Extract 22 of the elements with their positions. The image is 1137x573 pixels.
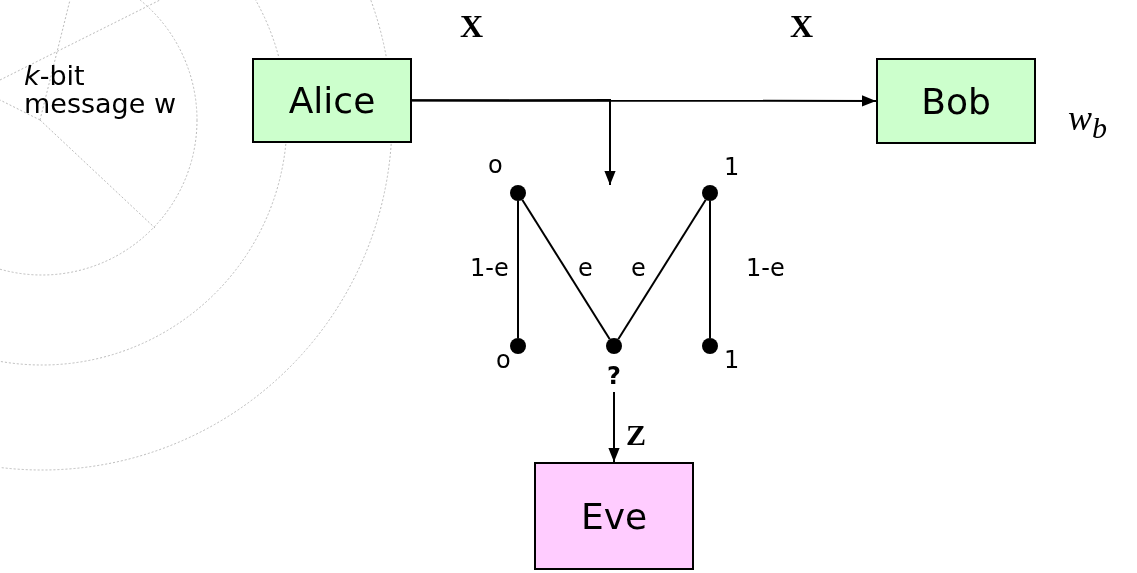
channel-dot xyxy=(510,185,526,201)
bit-label: o xyxy=(488,153,503,179)
output-label: w$_{b}$ xyxy=(1068,100,1107,144)
party-box: Eve xyxy=(534,462,694,570)
connector-line xyxy=(521,198,611,341)
party-box: Bob xyxy=(876,58,1036,144)
connector-line xyxy=(709,200,711,339)
channel-dot xyxy=(510,338,526,354)
arrow xyxy=(411,95,877,107)
channel-dot xyxy=(702,338,718,354)
erasure-label: ? xyxy=(607,364,621,390)
channel-dot xyxy=(702,185,718,201)
channel-dot xyxy=(606,338,622,354)
bit-label: 1 xyxy=(724,348,740,374)
connector-line xyxy=(517,200,519,339)
party-box: Alice xyxy=(252,58,412,143)
message-text: k-bit message w xyxy=(24,62,177,119)
connector-line xyxy=(617,198,707,341)
arrow xyxy=(411,99,616,186)
arrow xyxy=(608,391,620,463)
bit-label: 1 xyxy=(724,155,740,181)
bit-label: o xyxy=(496,348,511,374)
